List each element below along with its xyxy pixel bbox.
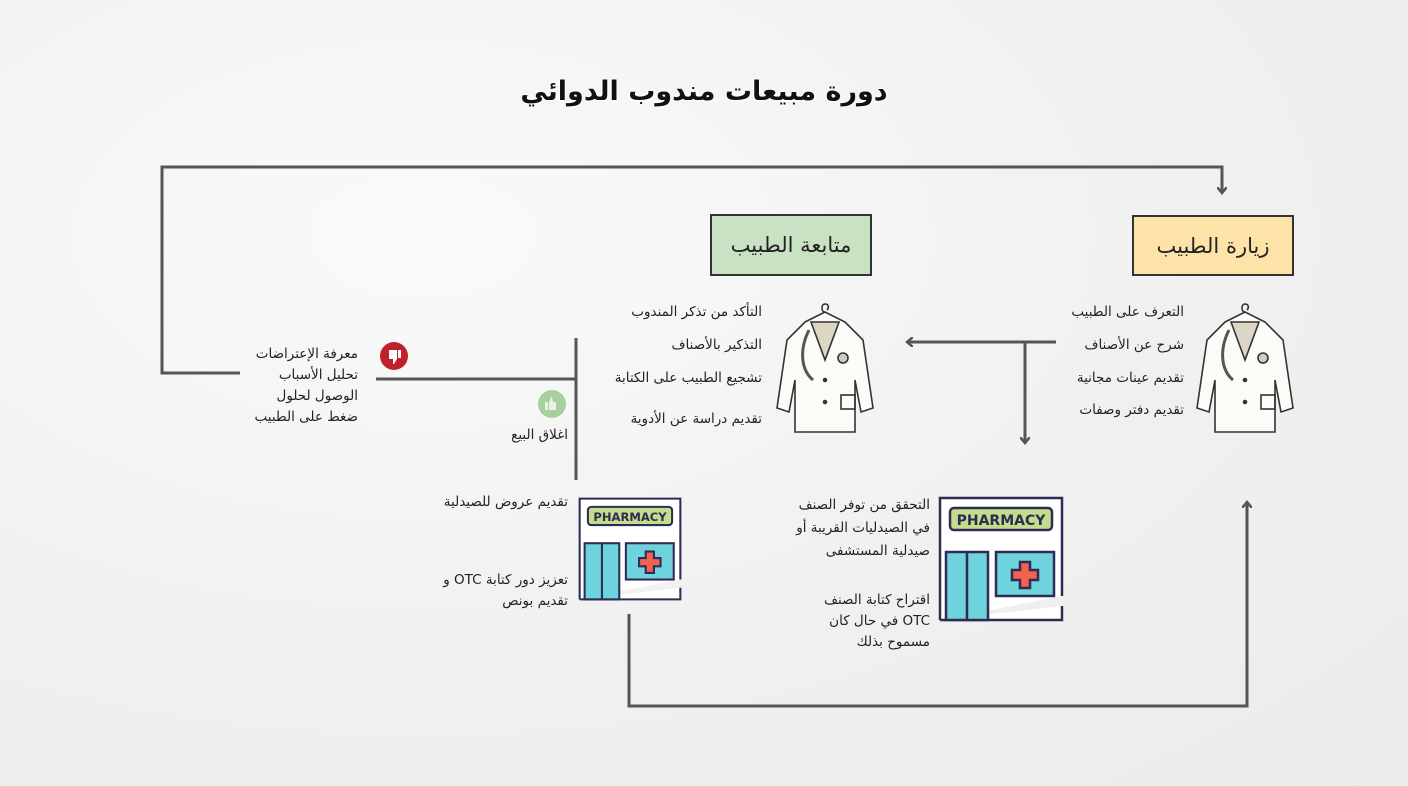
bottom-loop-arrow: [627, 503, 1247, 708]
thumbs-up-icon: [538, 390, 566, 418]
stage-followup-box: متابعة الطبيب: [710, 214, 872, 276]
followup-item: تقديم دراسة عن الأدوية: [630, 411, 762, 427]
pharmacy-left-item: تعزيز دور كتابة OTC و: [443, 572, 568, 588]
lab-coat-icon: [776, 303, 874, 433]
pharmacy-right-items: التحقق من توفر الصنف في الصيدليات القريب…: [796, 494, 930, 563]
objections-list: معرفة الإعتراضات تحليل الأسباب الوصول لح…: [255, 344, 359, 428]
visit-item: التعرف على الطبيب: [1071, 304, 1184, 320]
visit-item: تقديم دفتر وصفات: [1079, 402, 1184, 418]
followup-item: التأكد من تذكر المندوب: [631, 304, 762, 320]
followup-item: التذكير بالأصناف: [671, 337, 762, 353]
page-title: دورة مبيعات مندوب الدوائي: [520, 76, 888, 107]
pharmacy-sign: PHARMACY: [593, 510, 667, 524]
thumbs-down-icon: [380, 342, 408, 370]
pharmacy-icon: PHARMACY: [938, 496, 1064, 622]
pharmacy-right-items2: اقتراح كتابة الصنف OTC في حال كان مسموح …: [824, 590, 930, 653]
followup-item: تشجيع الطبيب على الكتابة: [614, 370, 762, 386]
pharmacy-right-item: مسموح بذلك: [856, 634, 930, 650]
pharmacy-right-item: OTC في حال كان: [829, 613, 930, 629]
visit-item: شرح عن الأصناف: [1084, 337, 1184, 353]
pharmacy-left-item: تقديم عروض للصيدلية: [443, 494, 568, 510]
close-sale-label: اغلاق البيع: [511, 427, 568, 443]
lab-coat-icon: [1196, 303, 1294, 433]
visit-item: تقديم عينات مجانية: [1076, 370, 1184, 386]
pharmacy-left-item: تقديم بونص: [502, 593, 568, 609]
objection-item: تحليل الأسباب: [278, 367, 358, 383]
stage-visit-box: زيارة الطبيب: [1132, 215, 1294, 276]
pharmacy-right-item: في الصيدليات القريبة أو: [796, 520, 930, 536]
objection-item: الوصول لحلول: [276, 388, 358, 404]
top-loop-arrow: [160, 165, 1222, 375]
pharmacy-left-items: تعزيز دور كتابة OTC و تقديم بونص: [443, 570, 568, 612]
pharmacy-right-item: صيدلية المستشفى: [825, 543, 930, 559]
objection-item: معرفة الإعتراضات: [255, 346, 358, 362]
pharmacy-right-item: اقتراح كتابة الصنف: [823, 592, 930, 608]
pharmacy-icon: PHARMACY: [578, 497, 682, 601]
objection-item: ضغط على الطبيب: [254, 409, 359, 425]
pharmacy-right-item: التحقق من توفر الصنف: [798, 497, 930, 513]
pharmacy-sign: PHARMACY: [957, 513, 1047, 529]
